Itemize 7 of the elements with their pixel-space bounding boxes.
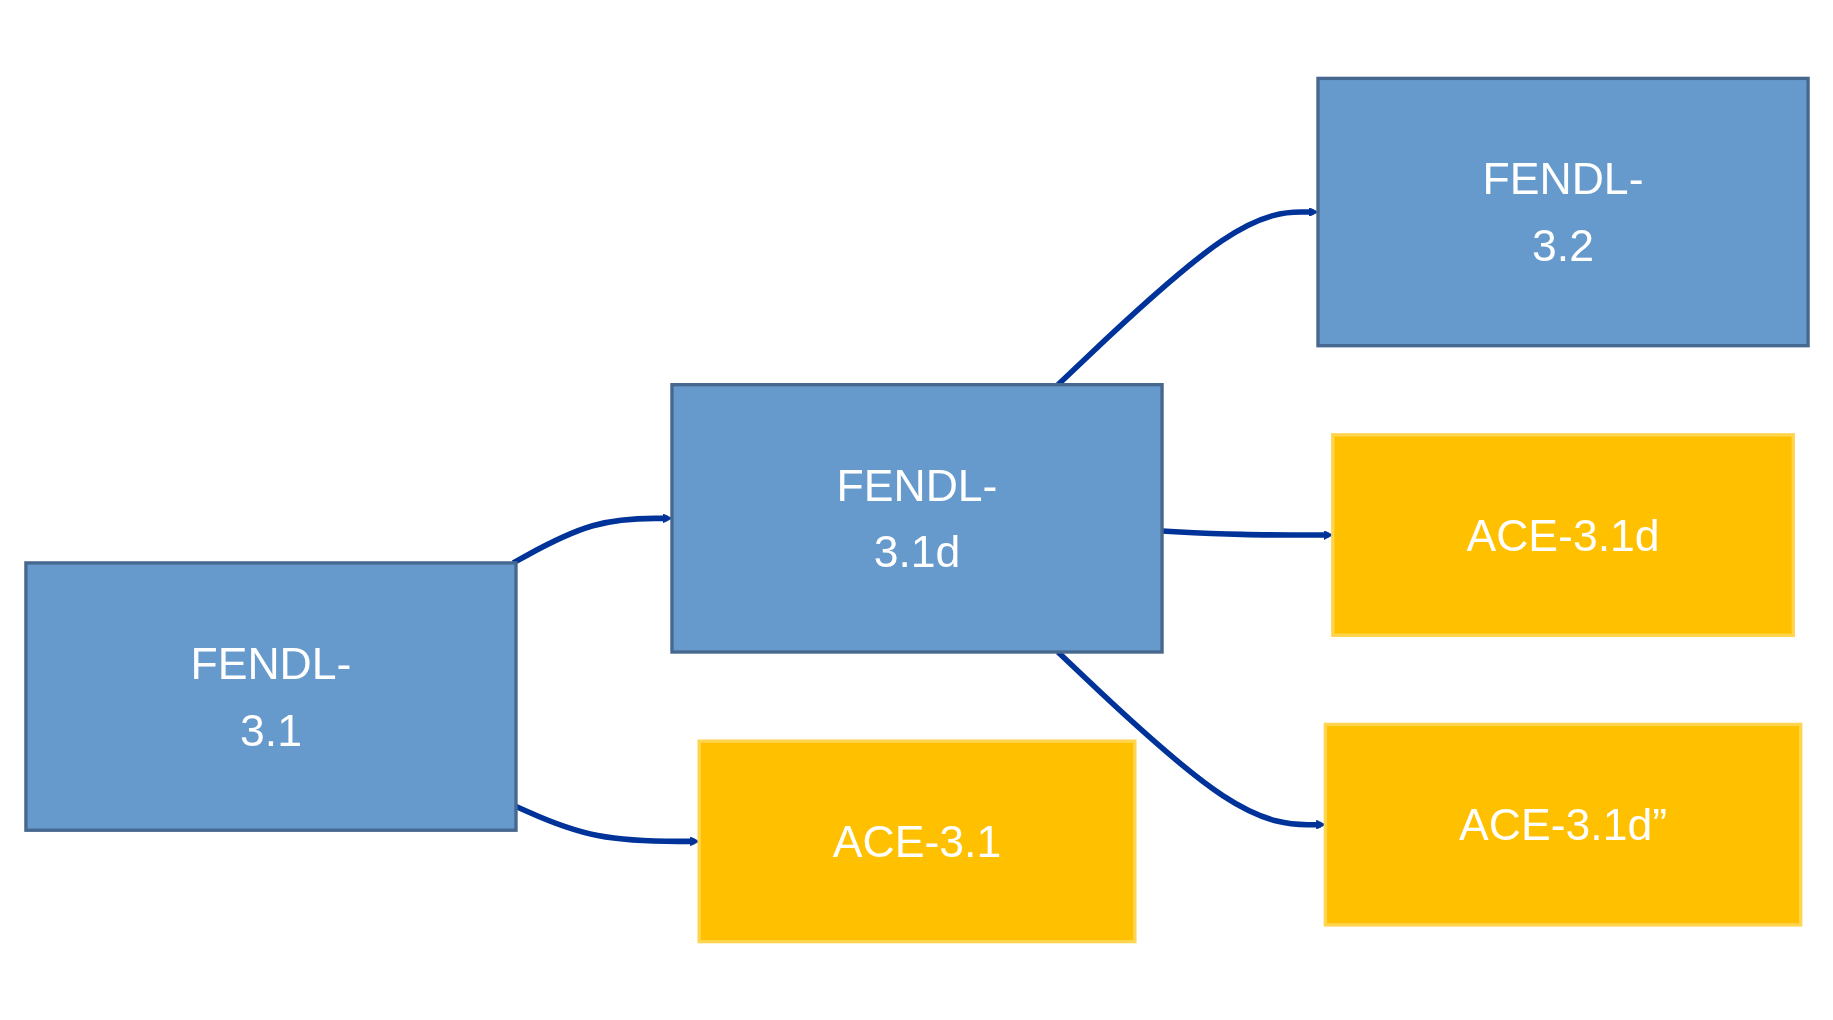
node-box: ACE-3.1 [696, 739, 1137, 944]
node-box: ACE-3.1d [1330, 433, 1795, 637]
arrow [1161, 528, 1333, 540]
node-box: FENDL-3.2 [1315, 76, 1810, 348]
node-box: FENDL-3.1d [669, 383, 1164, 654]
node-box: FENDL-3.1 [23, 561, 518, 832]
node-box: ACE-3.1d” [1323, 722, 1802, 927]
